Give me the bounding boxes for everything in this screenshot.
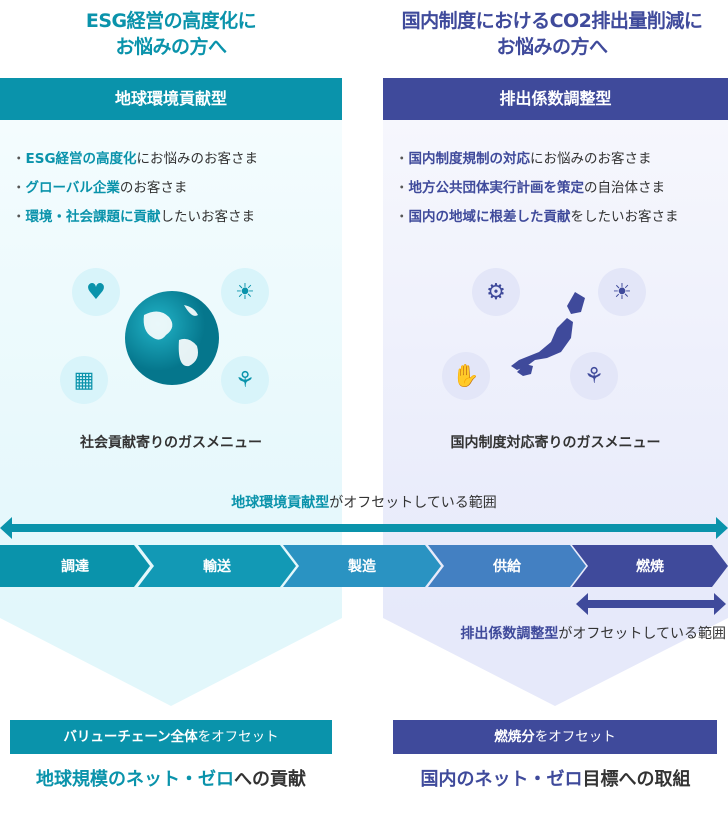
gear-pencil-icon: ⚙ xyxy=(472,268,520,316)
list-item: グローバル企業のお客さま xyxy=(12,174,258,203)
sun-icon: ☀ xyxy=(598,268,646,316)
building-icon: ▦ xyxy=(60,356,108,404)
list-item: 国内の地域に根差した貢献をしたいお客さま xyxy=(395,203,679,232)
top-range-label: 地球環境貢献型がオフセットしている範囲 xyxy=(231,495,497,511)
heart-handshake-icon: ♥ xyxy=(72,268,120,316)
left-offset-card: バリューチェーン全体をオフセット xyxy=(10,720,332,754)
list-item: 国内制度規制の対応にお悩みのお客さま xyxy=(395,145,679,174)
right-list: 国内制度規制の対応にお悩みのお客さま 地方公共団体実行計画を策定の自治体さま 国… xyxy=(395,145,679,232)
right-heading: 国内制度におけるCO2排出量削減にお悩みの方へ xyxy=(401,10,703,58)
stage-manufacturing: 製造 xyxy=(283,545,441,587)
bottom-range-arrow-icon xyxy=(576,593,726,615)
stage-supply: 供給 xyxy=(428,545,586,587)
bottom-range-label: 排出係数調整型がオフセットしている範囲 xyxy=(460,626,726,642)
right-caption: 国内制度対応寄りのガスメニュー xyxy=(450,435,661,451)
right-goal: 国内のネット・ゼロ目標への取組 xyxy=(420,769,691,790)
left-list: ESG経営の高度化にお悩みのお客さま グローバル企業のお客さま 環境・社会課題に… xyxy=(12,145,259,232)
left-goal: 地球規模のネット・ゼロへの貢献 xyxy=(36,769,306,790)
top-range-arrow-icon xyxy=(0,517,728,539)
stage-transport: 輸送 xyxy=(138,545,296,587)
hand-chart-icon: ✋ xyxy=(442,352,490,400)
left-panel-arrow xyxy=(0,618,342,706)
stage-combustion: 燃焼 xyxy=(572,545,728,587)
left-heading: ESG経営の高度化にお悩みの方へ xyxy=(85,10,257,58)
stage-procurement: 調達 xyxy=(0,545,150,587)
list-item: 環境・社会課題に貢献したいお客さま xyxy=(12,203,258,232)
globe-icon xyxy=(125,291,219,385)
right-band-title: 排出係数調整型 xyxy=(383,78,728,120)
right-panel-arrow xyxy=(383,618,728,706)
left-caption: 社会貢献寄りのガスメニュー xyxy=(80,435,262,451)
left-band-title: 地球環境貢献型 xyxy=(0,78,342,120)
sprout-icon: ⚘ xyxy=(221,356,269,404)
japan-map-icon xyxy=(511,292,585,376)
right-offset-card: 燃焼分をオフセット xyxy=(393,720,717,754)
sun-icon: ☀ xyxy=(221,268,269,316)
list-item: 地方公共団体実行計画を策定の自治体さま xyxy=(395,174,679,203)
sprout-icon: ⚘ xyxy=(570,352,618,400)
list-item: ESG経営の高度化にお悩みのお客さま xyxy=(12,145,259,174)
